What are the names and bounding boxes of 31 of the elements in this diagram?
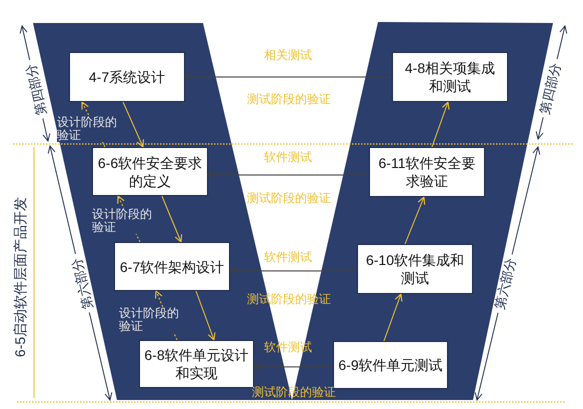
section-label: 第六部分 bbox=[69, 256, 96, 310]
edge-label: 设计阶段的验证 bbox=[57, 116, 119, 142]
process-box: 6-8软件单元设计和实现 bbox=[139, 340, 254, 388]
phase-note: 测试阶段的验证 bbox=[247, 191, 331, 205]
arrow bbox=[207, 170, 370, 179]
vertical-label: 6-5启动软件层面产品开发 bbox=[12, 196, 28, 358]
arrow bbox=[161, 196, 182, 243]
edge-label: 设计阶段的验证 bbox=[119, 307, 181, 333]
phase-note: 测试阶段的验证 bbox=[247, 92, 331, 106]
section-label: 第六部分 bbox=[492, 256, 518, 311]
process-box: 6-10软件集成和测试 bbox=[357, 244, 473, 294]
arrow bbox=[432, 101, 450, 148]
process-box: 6-11软件安全要求验证 bbox=[369, 147, 485, 197]
arrow bbox=[404, 196, 426, 244]
process-box: 6-7软件架构设计 bbox=[114, 242, 230, 291]
arrow bbox=[253, 362, 334, 371]
arrow bbox=[196, 290, 216, 341]
arrow bbox=[383, 293, 402, 342]
edge-label: 相关测试 bbox=[264, 48, 312, 62]
edge-label: 软件测试 bbox=[264, 150, 312, 164]
section-label: 第四部分 bbox=[536, 61, 564, 116]
process-box: 6-9软件单元测试 bbox=[333, 341, 448, 389]
arrow bbox=[184, 72, 392, 82]
section-label: 第四部分 bbox=[23, 62, 50, 116]
edge-label: 设计阶段的验证 bbox=[92, 208, 154, 234]
arrow bbox=[229, 266, 358, 275]
edge-label: 软件测试 bbox=[264, 250, 312, 264]
process-box: 4-8相关项集成和测试 bbox=[392, 52, 508, 102]
process-box: 4-7系统设计 bbox=[69, 52, 185, 102]
process-box: 6-6软件安全要求的定义 bbox=[92, 147, 208, 196]
arrow bbox=[122, 102, 144, 148]
